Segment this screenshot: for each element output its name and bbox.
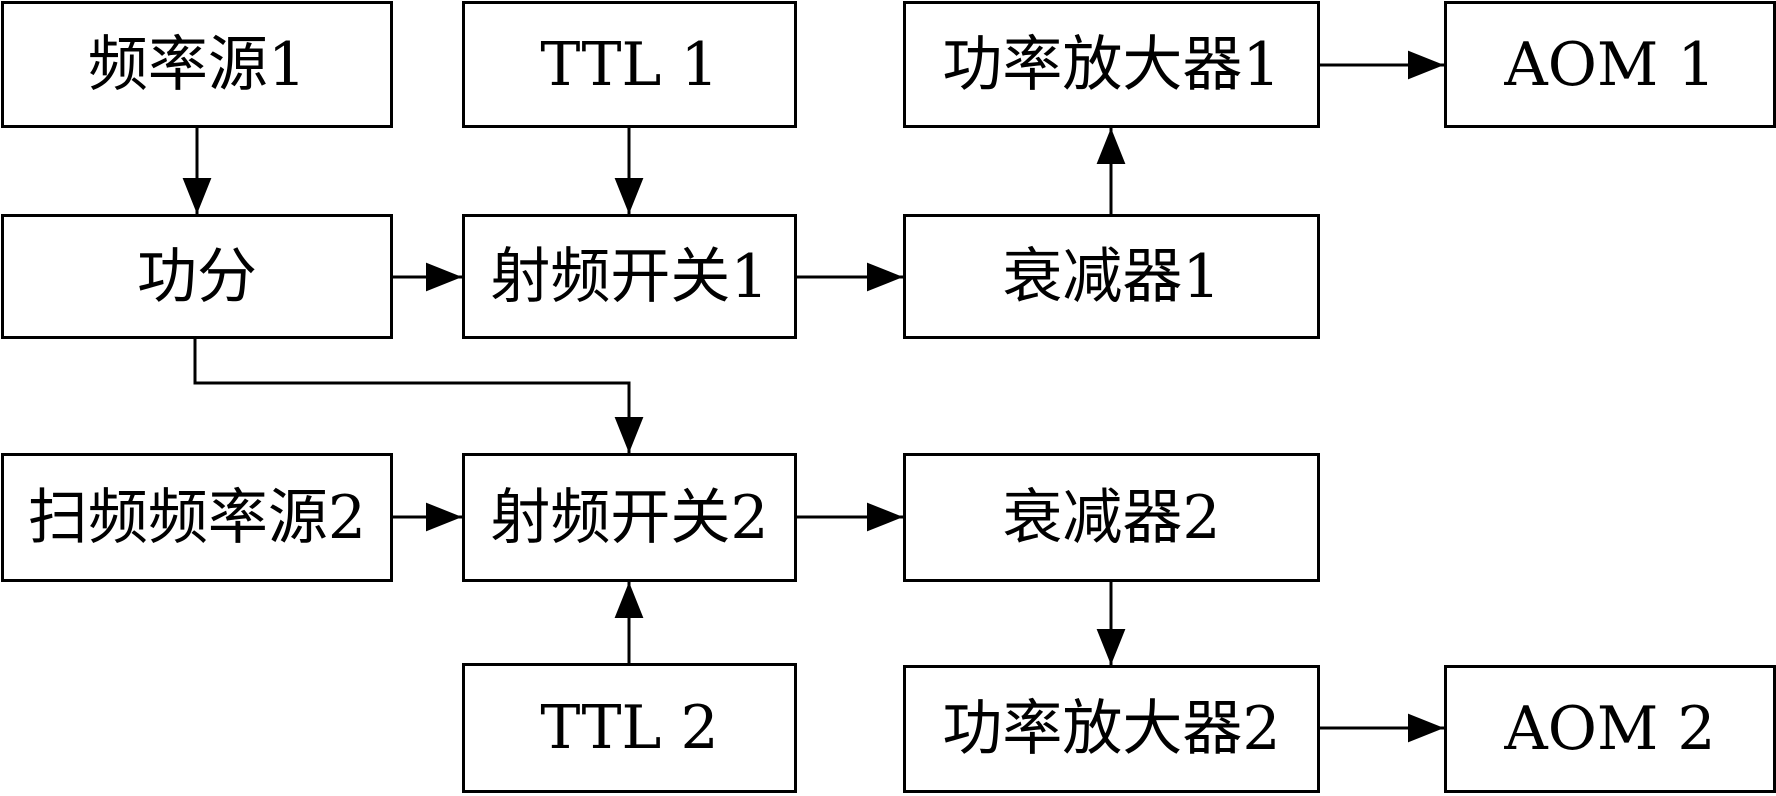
block-power-amp-1: 功率放大器1 xyxy=(903,1,1320,128)
block-power-amp-2: 功率放大器2 xyxy=(903,665,1320,793)
block-ttl-1: TTL 1 xyxy=(462,1,797,128)
wire-splitter-to-switch2 xyxy=(193,339,644,453)
block-ttl-2: TTL 2 xyxy=(462,663,797,793)
block-freq-source-1: 频率源1 xyxy=(1,1,393,128)
block-aom-2: AOM 2 xyxy=(1444,665,1776,793)
block-attenuator-2: 衰减器2 xyxy=(903,453,1320,582)
block-attenuator-1: 衰减器1 xyxy=(903,214,1320,339)
block-rf-switch-1: 射频开关1 xyxy=(462,214,797,339)
block-splitter: 功分 xyxy=(1,214,393,339)
block-rf-switch-2: 射频开关2 xyxy=(462,453,797,582)
block-sweep-freq-source-2: 扫频频率源2 xyxy=(1,453,393,582)
block-aom-1: AOM 1 xyxy=(1444,1,1776,128)
